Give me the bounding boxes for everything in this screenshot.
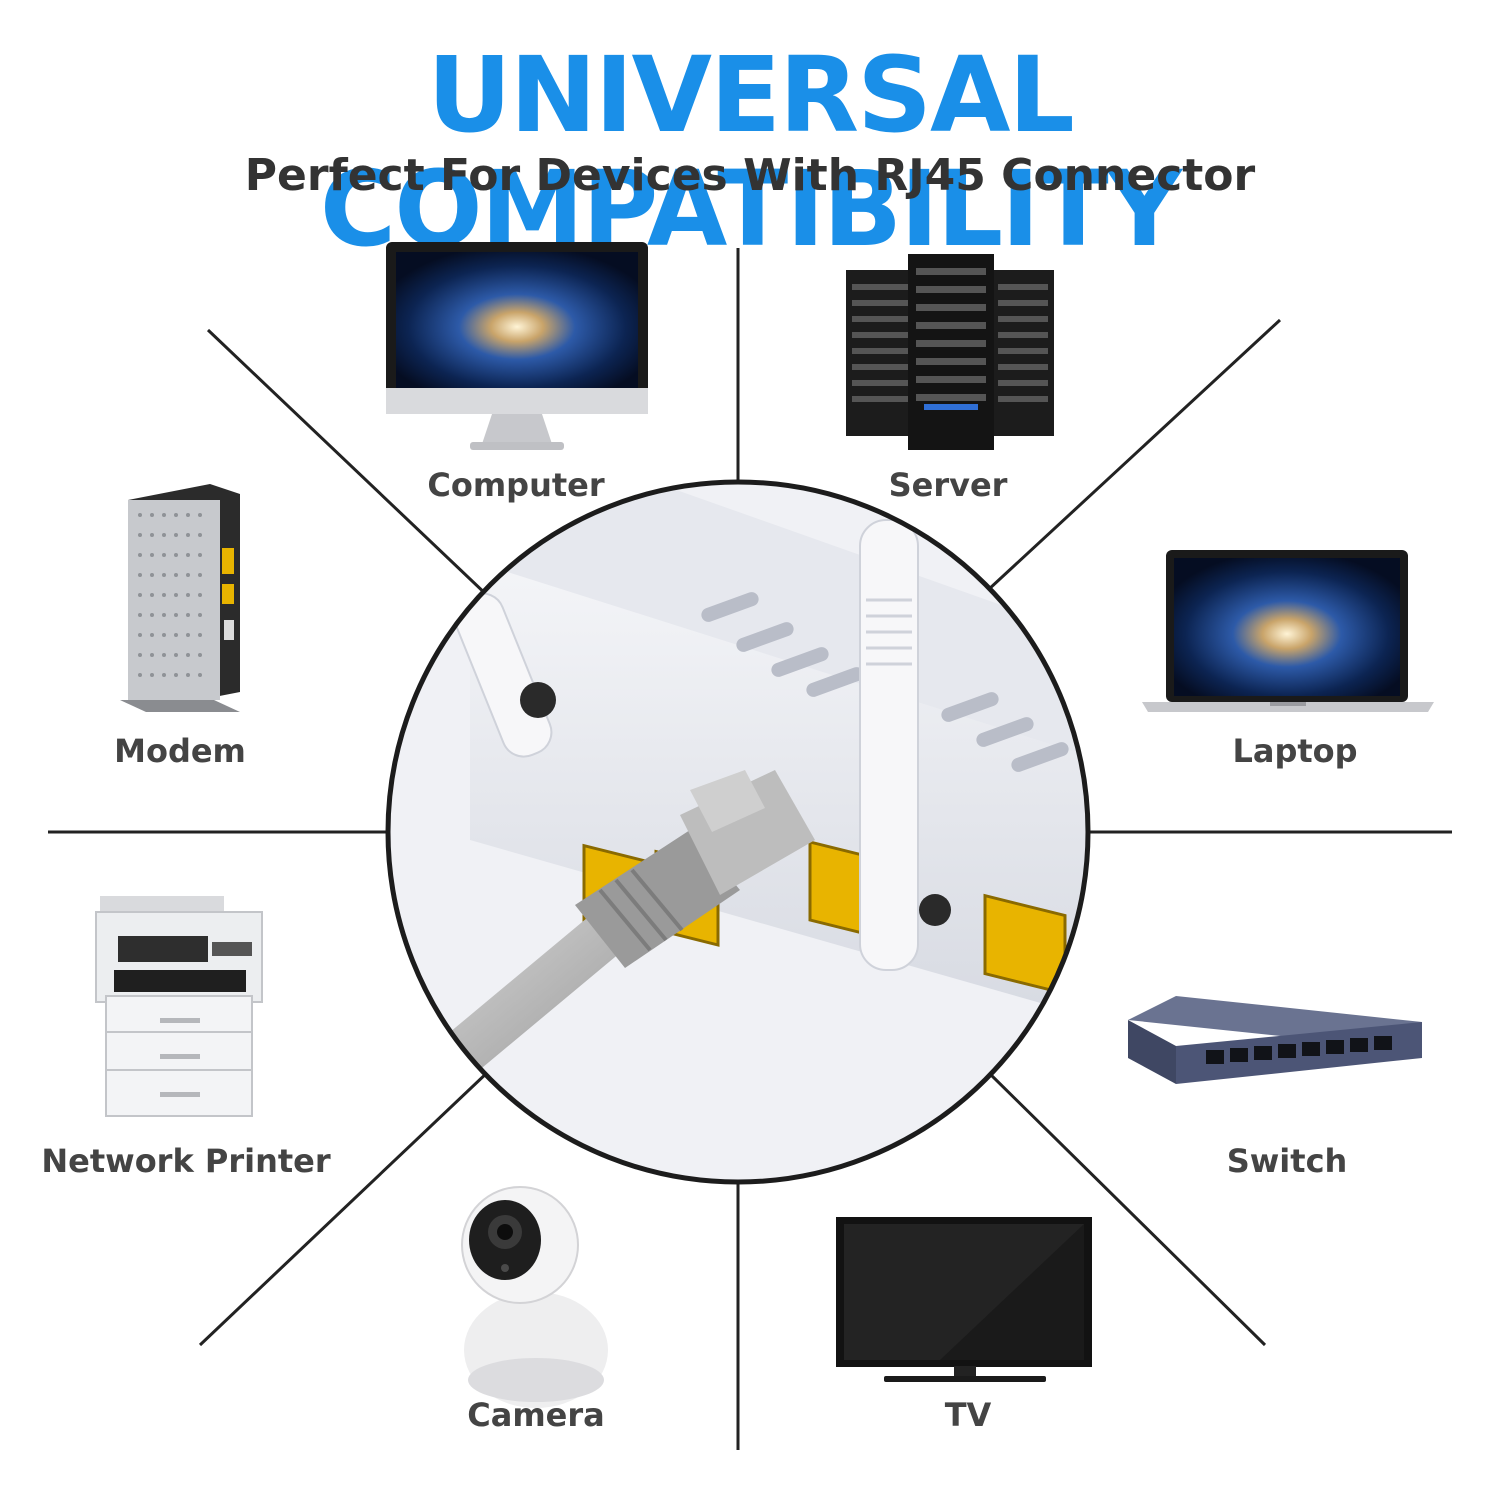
label-network-printer: Network Printer <box>41 1142 331 1180</box>
label-laptop: Laptop <box>1232 732 1358 770</box>
computer-icon <box>386 242 648 450</box>
label-camera: Camera <box>467 1396 605 1434</box>
label-server: Server <box>888 466 1008 504</box>
label-computer: Computer <box>427 466 605 504</box>
page-subtitle: Perfect For Devices With RJ45 Connector <box>244 150 1256 201</box>
connector-lines <box>48 248 1452 1450</box>
line-top-right <box>986 318 1282 592</box>
label-modem: Modem <box>114 732 246 770</box>
laptop-icon <box>1142 550 1434 712</box>
label-switch: Switch <box>1226 1142 1348 1180</box>
line-bottom-right <box>984 1068 1267 1347</box>
antenna-right <box>859 519 919 971</box>
switch-icon <box>1128 996 1422 1084</box>
server-icon <box>846 254 1054 450</box>
label-tv: TV <box>944 1396 992 1434</box>
tv-icon <box>836 1217 1092 1382</box>
router-illustration <box>385 479 1091 1185</box>
switch-ports <box>1206 1036 1392 1064</box>
line-top-left <box>206 328 492 600</box>
camera-icon <box>461 1186 608 1408</box>
network-printer-icon <box>95 896 263 1117</box>
line-bottom-left <box>198 1068 492 1347</box>
modem-icon <box>120 484 240 712</box>
